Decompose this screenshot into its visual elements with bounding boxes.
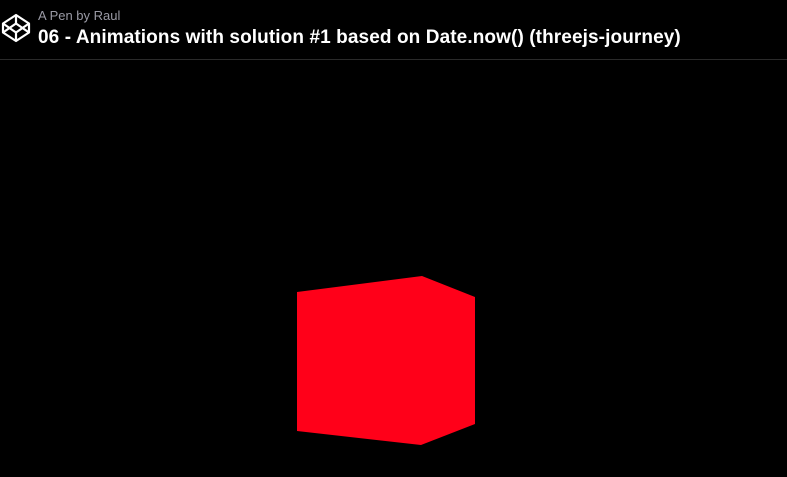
cube-front-face: [297, 276, 475, 445]
pen-header: A Pen by Raul 06 - Animations with solut…: [0, 0, 787, 60]
codepen-logo-icon[interactable]: [0, 12, 32, 44]
pen-byline[interactable]: A Pen by Raul: [38, 8, 121, 23]
threejs-canvas[interactable]: [0, 61, 787, 477]
pen-title[interactable]: 06 - Animations with solution #1 based o…: [38, 27, 681, 48]
